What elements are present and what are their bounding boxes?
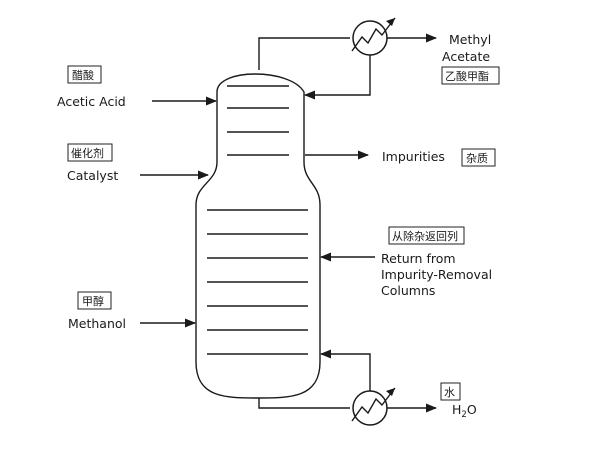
methanol-cn-label: 甲醇	[82, 294, 104, 308]
reboiler-exchanger-icon	[351, 387, 396, 426]
catalyst-label: Catalyst	[67, 168, 118, 183]
acetic-acid-label: Acetic Acid	[57, 94, 126, 109]
h2o-label: H2O	[452, 402, 477, 420]
impurities-cn-box	[461, 148, 496, 167]
distillation-column	[195, 73, 321, 399]
acetic-cn-box	[67, 65, 102, 84]
catalyst-cn-box	[67, 143, 113, 162]
methyl-label-line1: Methyl	[449, 32, 491, 47]
return-label-line3: Columns	[381, 283, 435, 298]
return-label-line2: Impurity-Removal	[381, 267, 492, 282]
catalyst-cn-label: 催化剂	[71, 146, 104, 160]
condenser-exchanger-icon	[351, 17, 396, 56]
impurities-cn-label: 杂质	[466, 152, 488, 165]
overhead-line	[258, 37, 350, 70]
methyl-cn-box	[441, 66, 500, 85]
methanol-cn-box	[77, 291, 112, 310]
vapor-return-line	[319, 349, 371, 391]
return-cn-label: 从除杂返回列	[392, 229, 458, 243]
methanol-label: Methanol	[68, 316, 126, 331]
reflux-line	[303, 55, 371, 100]
bottoms-line	[258, 398, 350, 409]
water-cn-label: 水	[444, 386, 455, 399]
acetic-cn-label: 醋酸	[72, 68, 94, 82]
water-cn-box	[440, 382, 461, 401]
methyl-label-line2: Acetate	[442, 49, 490, 64]
lower-trays	[207, 209, 308, 355]
return-cn-box	[388, 226, 465, 245]
impurities-label: Impurities	[382, 149, 445, 164]
methyl-cn-label: 乙酸甲酯	[445, 69, 489, 83]
return-label-line1: Return from	[381, 251, 456, 266]
upper-trays	[227, 85, 289, 156]
